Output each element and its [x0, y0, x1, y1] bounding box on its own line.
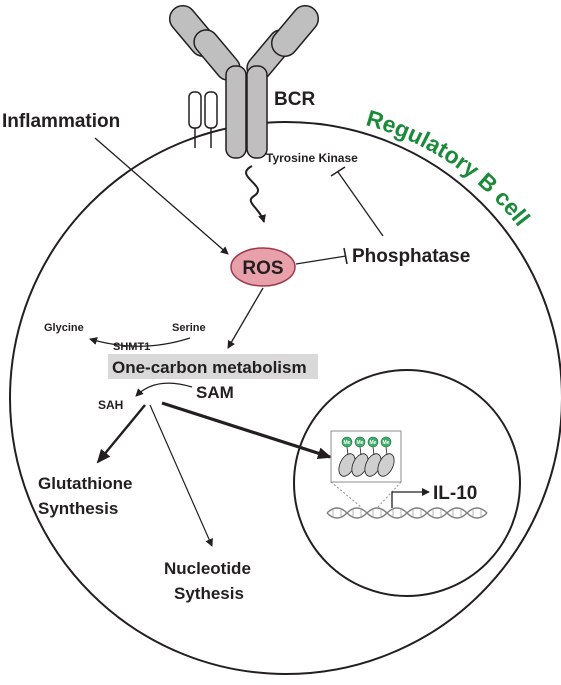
sam-label: SAM — [196, 383, 234, 402]
ros-to-one-carbon-arrow — [227, 287, 264, 349]
one-carbon-highlight — [108, 354, 318, 379]
cell-membrane — [9, 121, 561, 675]
bcr-to-ros-arrow — [245, 165, 266, 223]
to-nucleotide-arrow — [149, 404, 213, 547]
cell-type-label-path: Regulatory B cell — [364, 105, 536, 231]
inflammation-label: Inflammation — [2, 111, 120, 132]
bcr-receptor-icon — [168, 4, 320, 159]
phosphatase-inhibits-kinase-bar — [330, 166, 346, 177]
methyl-mark-2: Me — [357, 440, 364, 446]
methyl-mark-3: Me — [370, 440, 377, 446]
cell-type-label: Regulatory B cell — [364, 105, 536, 231]
phosphatase-inhibits-kinase — [337, 171, 384, 237]
serine-to-glycine-arrow — [89, 337, 191, 347]
glycine-label: Glycine — [44, 322, 84, 334]
nucleotide-label-2: Sythesis — [174, 584, 244, 603]
ros-node — [230, 247, 296, 287]
glutathione-label-2: Synthesis — [38, 499, 118, 518]
ros-inhibits-phosphatase — [295, 255, 347, 265]
co-receptor-icon — [188, 91, 218, 148]
shmt1-label: SHMT1 — [113, 341, 150, 353]
to-nucleus-arrow — [161, 401, 332, 460]
ros-inhibits-phosphatase-bar — [343, 247, 348, 265]
transcription-start-arrow — [391, 488, 430, 508]
nucleus — [293, 369, 521, 597]
dna-rungs — [332, 509, 482, 517]
tyrosine-kinase-label: Tyrosine Kinase — [266, 151, 358, 165]
serine-label: Serine — [172, 322, 206, 334]
zoom-line-left — [330, 481, 362, 508]
methyl-mark-1: Me — [344, 440, 351, 446]
phosphatase-label: Phosphatase — [352, 246, 470, 267]
glutathione-label-1: Glutathione — [38, 474, 132, 493]
methylated-histones-icon: Me Me Me Me — [330, 430, 402, 483]
to-glutathione-arrow — [96, 404, 146, 464]
inflammation-to-ros-arrow — [94, 137, 229, 255]
ros-label: ROS — [242, 258, 283, 279]
dna-helix-icon — [326, 507, 488, 519]
methyl-mark-4: Me — [383, 440, 390, 446]
nucleotide-label-1: Nucleotide — [164, 559, 251, 578]
sam-to-sah-arrow — [135, 382, 193, 397]
sah-label: SAH — [98, 398, 123, 412]
il10-label: IL-10 — [433, 483, 477, 504]
zoom-line-right — [377, 481, 402, 508]
one-carbon-label: One-carbon metabolism — [112, 358, 307, 377]
bcr-label: BCR — [274, 89, 315, 110]
